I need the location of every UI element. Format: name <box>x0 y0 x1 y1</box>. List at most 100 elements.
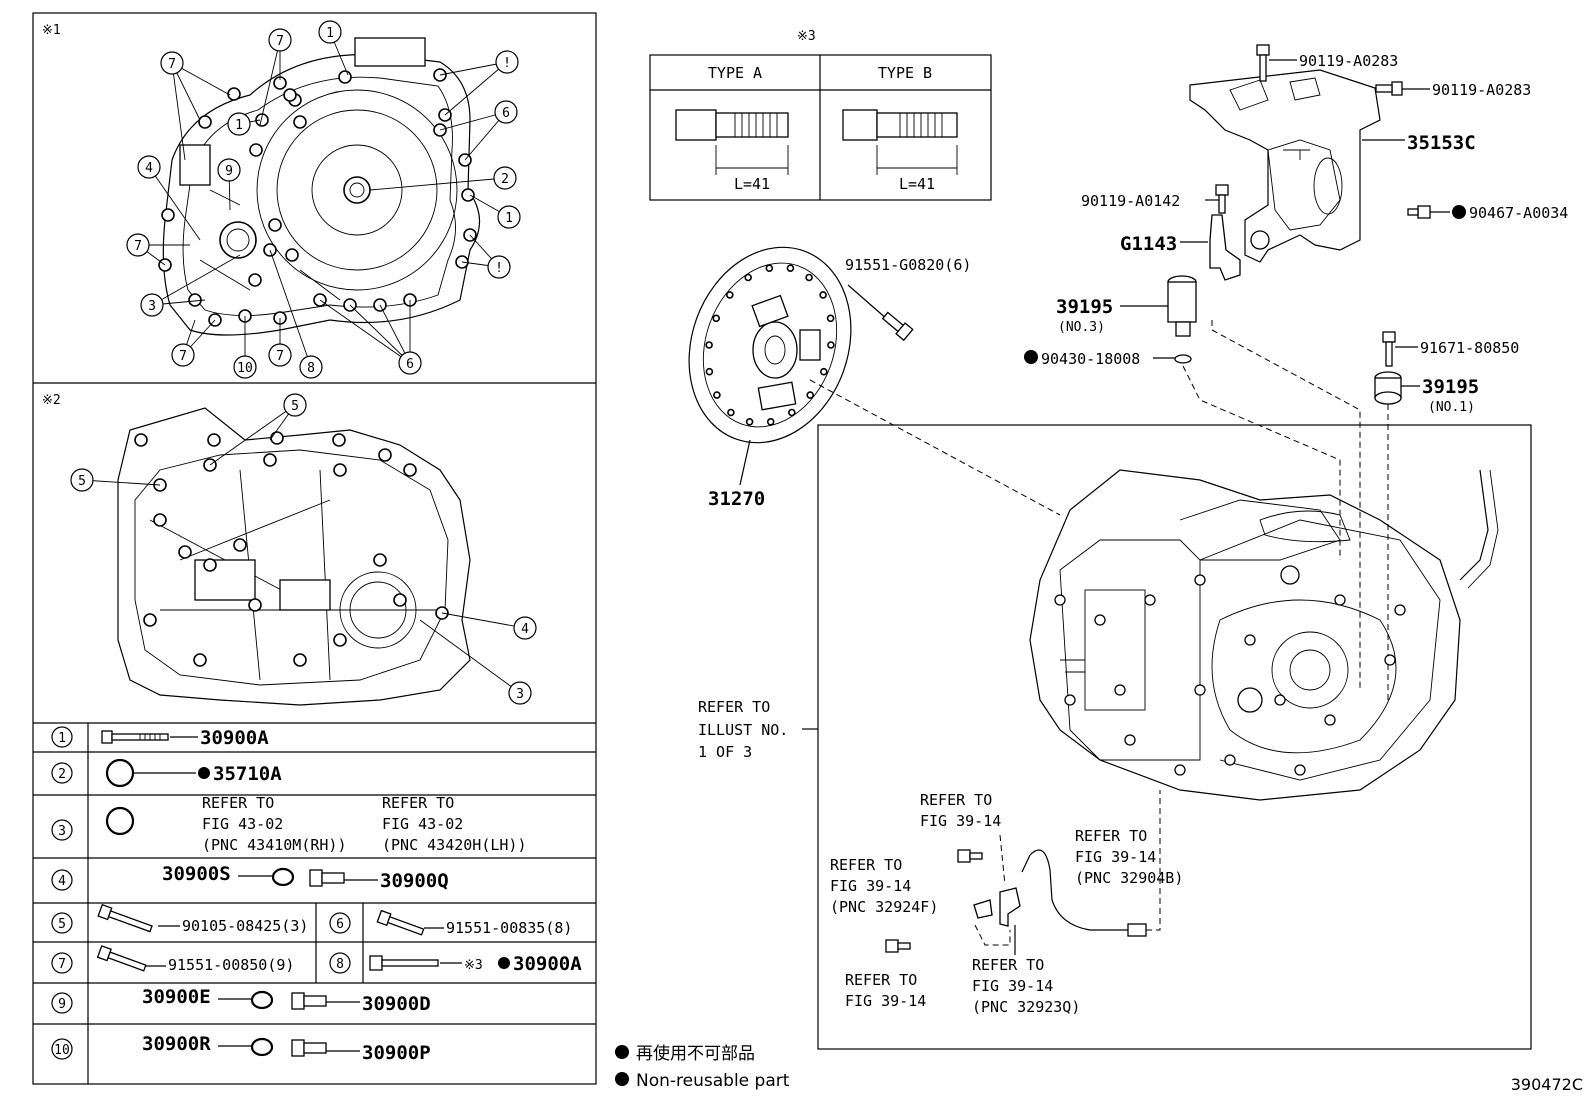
callout-badge: 3 <box>508 681 532 705</box>
svg-text:REFER TO: REFER TO <box>830 856 902 874</box>
non-reusable-dot <box>198 767 210 779</box>
callout-number: ! <box>495 261 503 276</box>
bolt-icon <box>369 955 439 971</box>
bolt-icon <box>885 939 911 953</box>
bolt-hole <box>134 433 148 447</box>
bolt-head <box>1054 594 1066 606</box>
legend-row-3: 3 REFER TO FIG 43-02 (PNC 43410M(RH)) RE… <box>51 794 527 854</box>
part-91671-80850: 91671-80850 <box>1420 339 1519 357</box>
legend-part-6: 91551-00835(8) <box>446 919 572 937</box>
housing-rear-illustration <box>117 407 471 706</box>
damper-disc-illustration <box>688 246 852 444</box>
bolt-head <box>1384 654 1396 666</box>
svg-text:REFER TO: REFER TO <box>920 791 992 809</box>
callout-number: 10 <box>237 361 253 376</box>
callout-number: 3 <box>148 299 156 314</box>
svg-text:REFER TO: REFER TO <box>972 956 1044 974</box>
callout-badge: 1 <box>318 20 342 44</box>
bolt-hole <box>268 218 282 232</box>
svg-text:FIG 39-14: FIG 39-14 <box>830 877 911 895</box>
disc-hole <box>805 273 813 282</box>
note-japanese: 再使用不可部品 <box>636 1043 755 1064</box>
bolt-hole <box>161 208 175 222</box>
disc-hole <box>806 391 815 399</box>
legend-part-5: 90105-08425(3) <box>182 917 308 935</box>
non-reusable-dot <box>1024 350 1038 364</box>
legend-mark-8: ※3 <box>464 958 483 973</box>
bolt-type-table: ※3 TYPE A TYPE B L=41 L=41 <box>649 29 992 201</box>
type-a-label: TYPE A <box>708 64 762 82</box>
note-english: Non-reusable part <box>636 1071 790 1091</box>
disc-hole <box>744 273 753 282</box>
callout-badge: 6 <box>398 351 422 375</box>
bolt-hole <box>378 448 392 462</box>
callout-number: 4 <box>145 161 153 176</box>
svg-text:4: 4 <box>58 874 66 889</box>
stopper-no3-icon <box>1167 275 1197 337</box>
bolt-head <box>1194 684 1206 696</box>
bolt-hole <box>285 248 299 262</box>
callout-number: 7 <box>179 349 187 364</box>
part-91551-g0820: 91551-G0820(6) <box>845 256 971 274</box>
callout-number: 7 <box>134 239 142 254</box>
type-a-length: L=41 <box>734 175 770 193</box>
bolt-icon <box>881 311 914 342</box>
bolt-head <box>1124 734 1136 746</box>
bolt-head <box>1064 694 1076 706</box>
part-39195-no1: 39195 <box>1422 376 1479 398</box>
refer-illust-line1: REFER TO <box>698 698 770 716</box>
disc-hole <box>712 314 721 323</box>
part-g1143: G1143 <box>1120 233 1177 255</box>
mount-bracket-illustration <box>1189 69 1381 263</box>
legend-part-10b: 30900P <box>362 1042 431 1064</box>
legend-part-10a: 30900R <box>142 1033 211 1055</box>
gasket-icon <box>250 990 274 1010</box>
svg-text:FIG 43-02: FIG 43-02 <box>202 815 283 833</box>
disc-hole <box>705 341 713 349</box>
bolt-hole <box>255 113 269 127</box>
bolt-hole <box>233 538 247 552</box>
callout-badge: 7 <box>126 233 150 257</box>
section-mark-3: ※3 <box>797 29 816 44</box>
svg-text:FIG 39-14: FIG 39-14 <box>972 977 1053 995</box>
part-35153c: 35153C <box>1407 132 1476 154</box>
legend-part-9b: 30900D <box>362 993 431 1015</box>
bolt-hole <box>248 273 262 287</box>
bolt-hole <box>333 463 347 477</box>
svg-text:8: 8 <box>336 957 344 972</box>
callout-number: 5 <box>291 399 299 414</box>
plug-icon <box>291 992 327 1010</box>
callout-badge: 5 <box>70 468 94 492</box>
callout-badge: 8 <box>299 355 323 379</box>
disc-hole <box>766 417 775 426</box>
callout-number: 5 <box>78 474 86 489</box>
bolt-hole <box>207 433 221 447</box>
part-39195-no3-sub: (NO.3) <box>1058 320 1105 335</box>
callout-badge: 7 <box>171 343 195 367</box>
disc-hole <box>727 408 735 417</box>
bolt-head <box>1224 754 1236 766</box>
illustration-code: 390472C <box>1511 1075 1583 1094</box>
svg-text:3: 3 <box>58 824 66 839</box>
callout-badge: ! <box>495 50 519 74</box>
legend-row-5: 5 90105-08425(3) <box>51 903 308 935</box>
svg-text:REFER TO: REFER TO <box>202 794 274 812</box>
svg-text:(PNC 32923Q): (PNC 32923Q) <box>972 998 1080 1016</box>
bolt-head <box>1324 714 1336 726</box>
legend-part-4a: 30900S <box>162 863 231 885</box>
refer-illust-line3: 1 OF 3 <box>698 743 752 761</box>
svg-text:REFER TO: REFER TO <box>382 794 454 812</box>
disc-hole <box>826 314 835 323</box>
bolt-hole <box>332 433 346 447</box>
sensor-clip-icon <box>973 887 1021 927</box>
bolt-hole <box>293 653 307 667</box>
bolt-hole <box>373 553 387 567</box>
washer-icon <box>1174 354 1192 364</box>
plug-icon <box>291 1039 327 1057</box>
gasket-icon <box>271 867 295 887</box>
callout-number: 1 <box>235 118 243 133</box>
svg-text:(PNC 43420H(LH)): (PNC 43420H(LH)) <box>382 836 527 854</box>
bolt-head <box>1194 574 1206 586</box>
disc-hole <box>819 367 828 376</box>
